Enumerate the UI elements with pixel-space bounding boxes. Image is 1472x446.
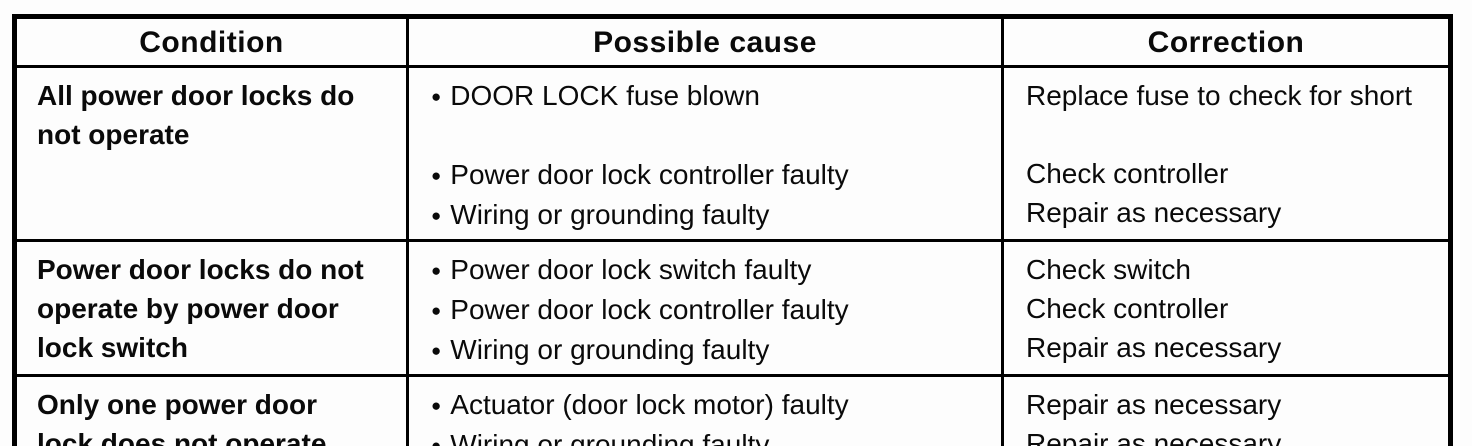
text-line [1026, 115, 1442, 154]
text-line: ●Wiring or grounding faulty [431, 195, 995, 235]
header-correction: Correction [1001, 15, 1452, 68]
text-line: Check switch [1026, 254, 1191, 285]
text-line: Repair as necessary [1026, 389, 1282, 420]
text-line: ●Wiring or grounding faulty [431, 330, 995, 370]
table-row: Only one power door lock does not operate… [13, 374, 1452, 446]
possible-cause-cell: ●Power door lock switch faulty●Power doo… [406, 239, 1004, 377]
bullet-icon: ● [431, 206, 442, 225]
text-line [431, 116, 995, 155]
text-line: All power door locks do [37, 80, 355, 111]
table-row: All power door locks do not operate ●DOOR… [13, 65, 1452, 242]
text-line: ●Power door lock controller faulty [431, 290, 995, 330]
bullet-icon: ● [431, 301, 442, 320]
text-line: not operate [37, 119, 190, 150]
troubleshooting-table: Condition Possible cause Correction All … [12, 14, 1453, 446]
text-line: ●Actuator (door lock motor) faulty [431, 385, 995, 425]
correction-cell: Replace fuse to check for short Check co… [1001, 65, 1452, 242]
bullet-icon: ● [431, 261, 442, 280]
text-line: Check controller [1026, 158, 1229, 189]
text-line: Repair as necessary [1026, 332, 1282, 363]
text-line: lock does not operate [37, 428, 327, 446]
text-line: ●Wiring or grounding faulty [431, 425, 995, 446]
text-line: ●DOOR LOCK fuse blown [431, 76, 995, 116]
possible-cause-cell: ●Actuator (door lock motor) faulty●Wirin… [406, 374, 1004, 446]
text-line: Repair as necessary [1026, 197, 1282, 228]
text-line: operate by power door [37, 293, 339, 324]
text-line: Only one power door [37, 389, 318, 420]
condition-cell: Power door locks do not operate by power … [13, 239, 409, 377]
text-line: Check controller [1026, 293, 1229, 324]
header-row: Condition Possible cause Correction [13, 15, 1452, 68]
header-possible-cause: Possible cause [406, 15, 1004, 68]
table-row: Power door locks do not operate by power … [13, 239, 1452, 377]
condition-cell: Only one power door lock does not operate [13, 374, 409, 446]
header-condition: Condition [13, 15, 409, 68]
text-line: ●Power door lock controller faulty [431, 155, 995, 195]
condition-cell: All power door locks do not operate [13, 65, 409, 242]
text-line: lock switch [37, 332, 188, 363]
bullet-icon: ● [431, 341, 442, 360]
text-line: Repair as necessary [1026, 428, 1282, 446]
text-line: ●Power door lock switch faulty [431, 250, 995, 290]
text-line: Replace fuse to check for short [1026, 80, 1412, 111]
bullet-icon: ● [431, 436, 442, 446]
bullet-icon: ● [431, 396, 442, 415]
possible-cause-cell: ●DOOR LOCK fuse blown ●Power door lock c… [406, 65, 1004, 242]
text-line: Power door locks do not [37, 254, 364, 285]
bullet-icon: ● [431, 87, 442, 106]
bullet-icon: ● [431, 166, 442, 185]
